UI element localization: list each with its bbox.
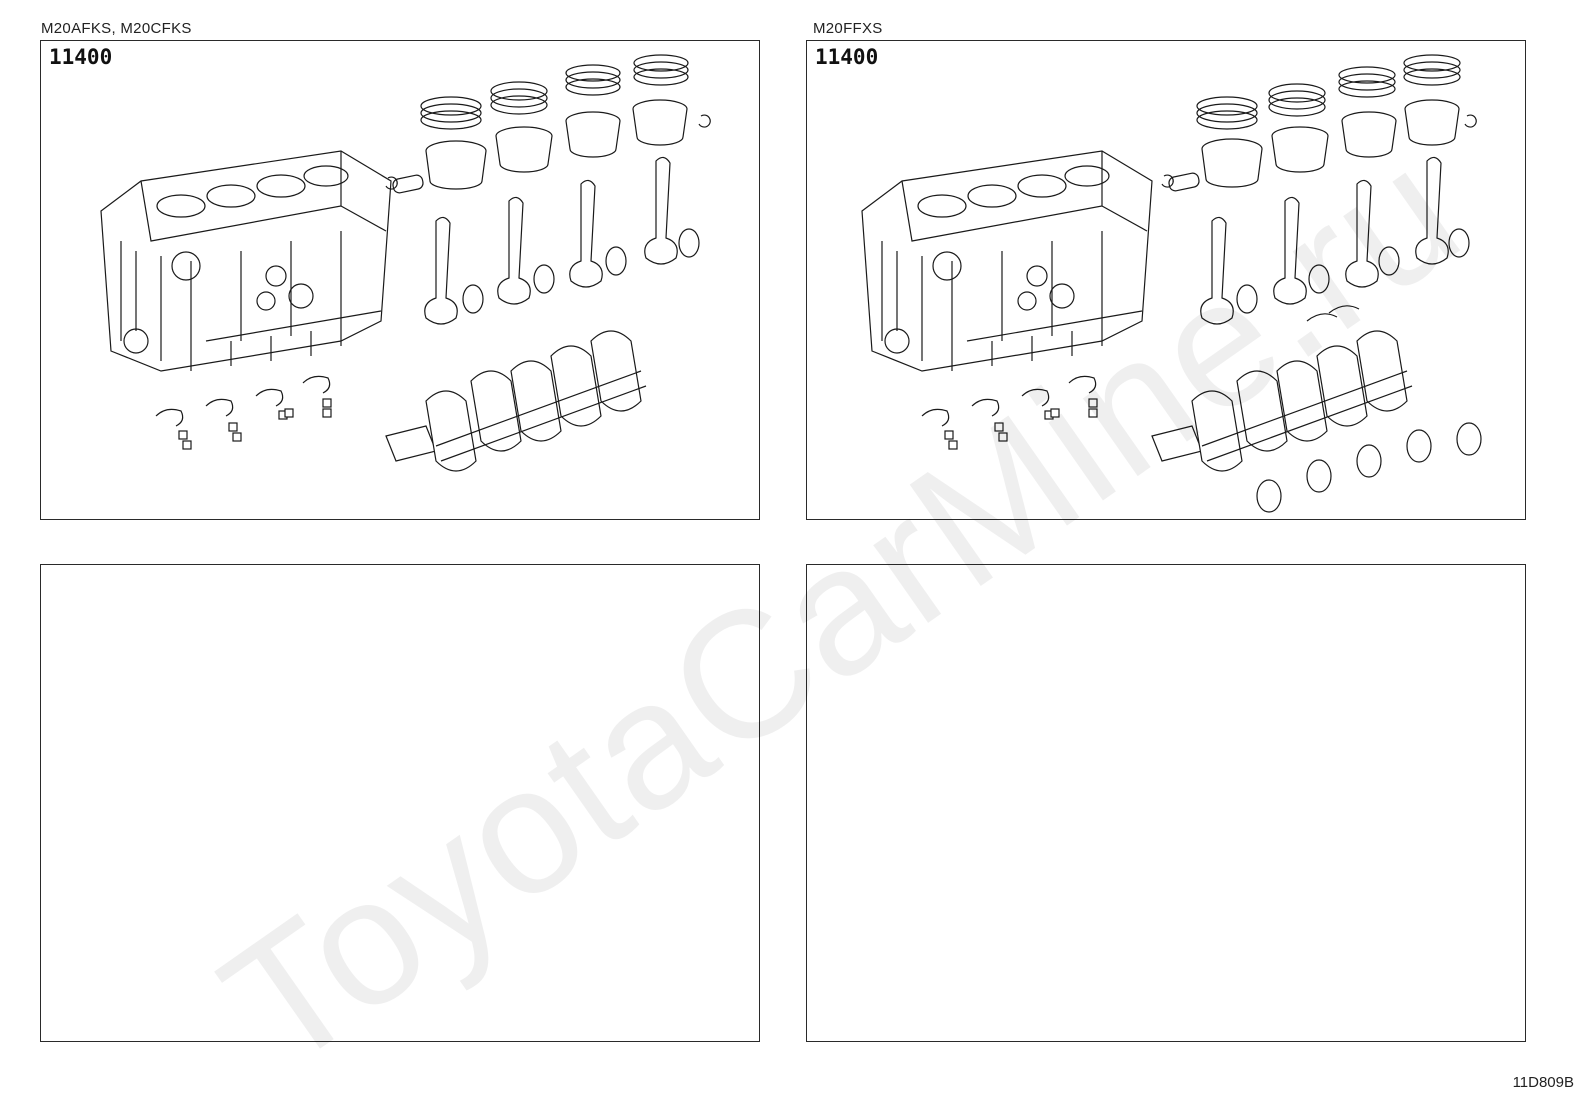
panel-1: 11400 [40, 40, 760, 520]
cylinder-block-illustration [100, 150, 392, 372]
bearing-caps-bolts [921, 375, 1098, 450]
main-bearings [1256, 422, 1482, 513]
panel-3-empty [40, 564, 760, 1042]
panel-1-caption: M20AFKS, M20CFKS [41, 20, 192, 37]
crankshaft [1151, 330, 1413, 472]
figure-code: 11D809B [1512, 1074, 1574, 1091]
panel-2-caption: M20FFXS [813, 20, 883, 37]
short-block-illustration-2 [861, 54, 1482, 513]
panel-1-part-number[interactable]: 11400 [49, 45, 113, 69]
pistons-rings [1161, 54, 1477, 192]
crankshaft [385, 330, 647, 472]
panel-2-part-number[interactable]: 11400 [815, 45, 879, 69]
panel-4-empty [806, 564, 1526, 1042]
connecting-rods [424, 156, 700, 325]
short-block-illustration [100, 54, 711, 472]
bearing-caps-bolts [155, 375, 332, 450]
panel-2: 11400 [806, 40, 1526, 520]
connecting-rods [1200, 156, 1470, 325]
cylinder-block-illustration [861, 150, 1153, 372]
pistons-rings [385, 54, 711, 194]
